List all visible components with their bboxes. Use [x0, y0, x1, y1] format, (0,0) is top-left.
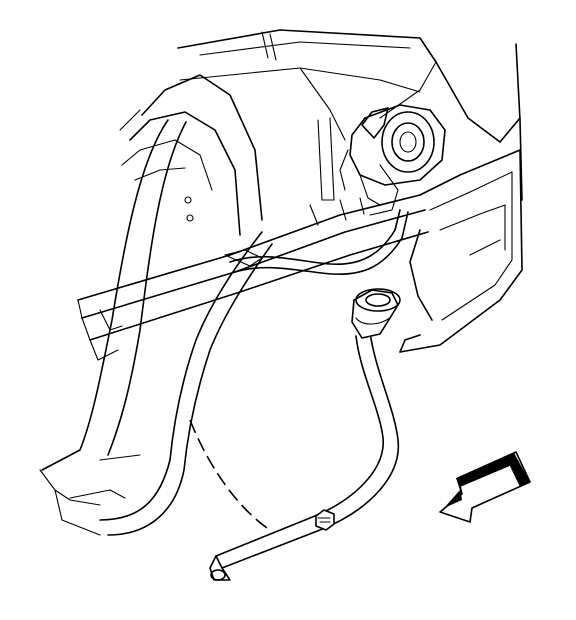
rear-body-side	[399, 149, 523, 353]
quarter-panel-body	[119, 74, 335, 236]
fuel-filler-door-housing	[339, 104, 446, 216]
fuel-filler-neck	[209, 288, 401, 581]
rear-wheel-opening	[39, 119, 273, 536]
filler-neck-mounting-bracket	[315, 509, 335, 531]
roof-pillar-outline	[177, 29, 523, 201]
direction-arrow-icon	[439, 451, 531, 523]
